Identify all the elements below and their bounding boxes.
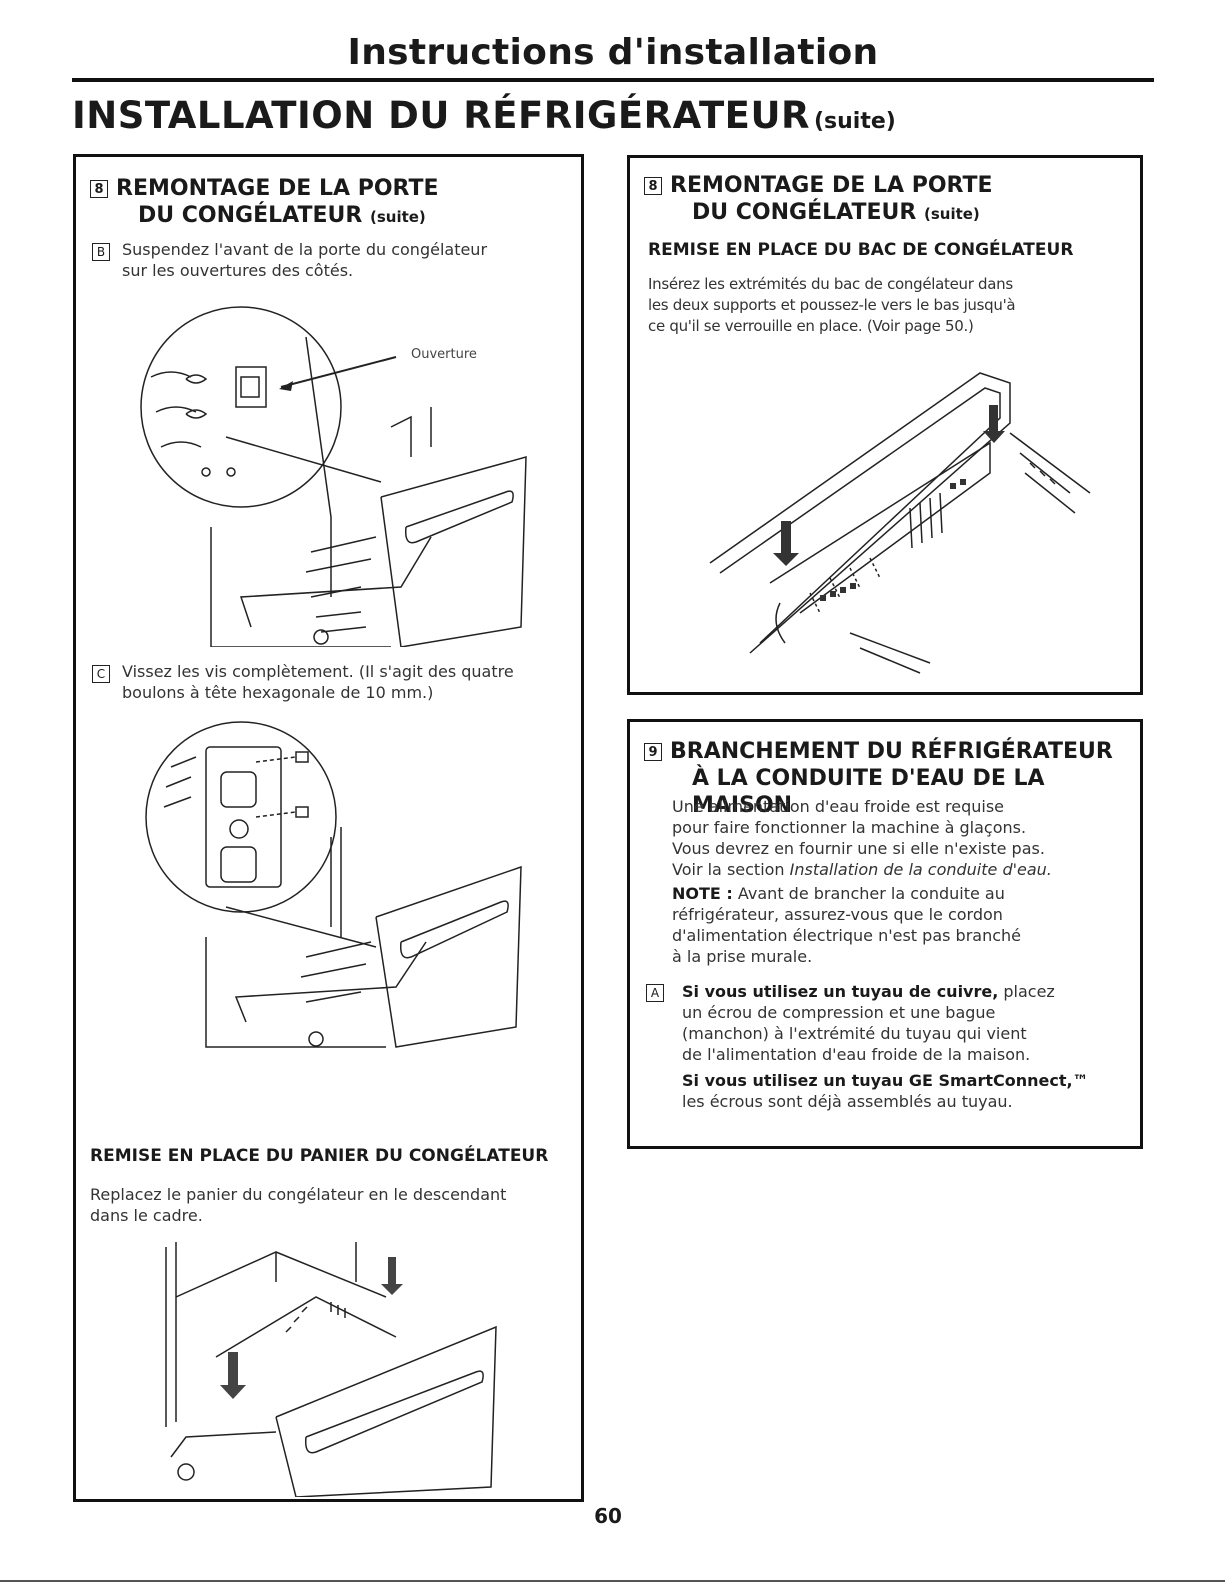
right-bottom-step-heading: 9 BRANCHEMENT DU RÉFRIGÉRATEUR À LA COND… bbox=[644, 738, 1140, 819]
step-number-box: 9 bbox=[644, 743, 662, 761]
freezer-bin-illustration bbox=[709, 372, 1091, 674]
left-panel: 8 REMONTAGE DE LA PORTE DU CONGÉLATEUR (… bbox=[73, 154, 584, 1502]
copper-pipe-line1: Si vous utilisez un tuyau de cuivre, pla… bbox=[682, 982, 1055, 1001]
sub-step-a-box: A bbox=[646, 984, 664, 1002]
right-top-panel: 8 REMONTAGE DE LA PORTE DU CONGÉLATEUR (… bbox=[627, 155, 1143, 695]
sub-step-c-line1: Vissez les vis complètement. (Il s'agit … bbox=[122, 662, 514, 681]
step-title-suffix: (suite) bbox=[369, 208, 426, 226]
sub-step-c-text: Vissez les vis complètement. (Il s'agit … bbox=[122, 661, 572, 703]
sub-step-c-box: C bbox=[92, 665, 110, 683]
bin-text-line1: Insérez les extrémités du bac de congéla… bbox=[648, 275, 1013, 293]
step-number-box: 8 bbox=[644, 177, 662, 195]
sub-step-b-box: B bbox=[92, 243, 110, 261]
section-title-suffix: (suite) bbox=[814, 109, 896, 134]
sub-step-b-line1: Suspendez l'avant de la porte du congéla… bbox=[122, 240, 488, 259]
basket-text-line1: Replacez le panier du congélateur en le … bbox=[90, 1185, 507, 1204]
figure-bolts bbox=[136, 717, 546, 1057]
note-line4: à la prise murale. bbox=[672, 947, 813, 966]
sub-step-b-line2: sur les ouvertures des côtés. bbox=[122, 261, 354, 280]
water-intro-text: Une alimentation d'eau froide est requis… bbox=[672, 796, 1132, 967]
sub-step-c-line2: boulons à tête hexagonale de 10 mm.) bbox=[122, 683, 434, 702]
step-title-line1: BRANCHEMENT DU RÉFRIGÉRATEUR bbox=[670, 739, 1113, 764]
basket-text-line2: dans le cadre. bbox=[90, 1206, 203, 1225]
smartconnect-line2: les écrous sont déjà assemblés au tuyau. bbox=[682, 1092, 1013, 1111]
note-line2: réfrigérateur, assurez-vous que le cordo… bbox=[672, 905, 1003, 924]
figure-freezer-bin bbox=[690, 363, 1110, 678]
bottom-rule bbox=[0, 1580, 1225, 1582]
water-intro-line3: Vous devrez en fournir une si elle n'exi… bbox=[672, 839, 1045, 858]
step-number-box: 8 bbox=[90, 180, 108, 198]
smartconnect-bold: Si vous utilisez un tuyau GE SmartConnec… bbox=[682, 1071, 1089, 1090]
step-title-line2: À LA CONDUITE D'EAU DE LA MAISON bbox=[692, 766, 1045, 818]
step-title: REMONTAGE DE LA PORTE DU CONGÉLATEUR (su… bbox=[670, 172, 993, 228]
figure-basket bbox=[156, 1237, 506, 1497]
step-title: BRANCHEMENT DU RÉFRIGÉRATEUR À LA CONDUI… bbox=[670, 738, 1140, 819]
basket-illustration bbox=[165, 1242, 497, 1497]
copper-pipe-line3: (manchon) à l'extrémité du tuyau qui vie… bbox=[682, 1024, 1027, 1043]
right-top-step-heading: 8 REMONTAGE DE LA PORTE DU CONGÉLATEUR (… bbox=[644, 172, 993, 228]
bin-text-line2: les deux supports et poussez-le vers le … bbox=[648, 296, 1016, 314]
page-header: Instructions d'installation bbox=[72, 30, 1154, 82]
basket-text: Replacez le panier du congélateur en le … bbox=[90, 1184, 570, 1226]
page-header-title: Instructions d'installation bbox=[347, 32, 879, 73]
basket-heading: REMISE EN PLACE DU PANIER DU CONGÉLATEUR bbox=[90, 1146, 549, 1166]
copper-pipe-line2: un écrou de compression et une bague bbox=[682, 1003, 996, 1022]
step-title-line2: DU CONGÉLATEUR bbox=[692, 200, 917, 225]
bin-subhead: REMISE EN PLACE DU BAC DE CONGÉLATEUR bbox=[648, 240, 1074, 260]
figure-label-ouverture: Ouverture bbox=[411, 347, 477, 362]
step-title-line1: REMONTAGE DE LA PORTE bbox=[116, 176, 439, 201]
right-bottom-panel: 9 BRANCHEMENT DU RÉFRIGÉRATEUR À LA COND… bbox=[627, 719, 1143, 1149]
step-title-line1: REMONTAGE DE LA PORTE bbox=[670, 173, 993, 198]
page-number: 60 bbox=[594, 1504, 622, 1528]
bin-text: Insérez les extrémités du bac de congéla… bbox=[648, 274, 1128, 337]
water-intro-line2: pour faire fonctionner la machine à glaç… bbox=[672, 818, 1027, 837]
step-title-suffix: (suite) bbox=[923, 205, 980, 223]
note-line1: NOTE : Avant de brancher la conduite au bbox=[672, 884, 1005, 903]
step-title: REMONTAGE DE LA PORTE DU CONGÉLATEUR (su… bbox=[116, 175, 439, 231]
left-step-heading: 8 REMONTAGE DE LA PORTE DU CONGÉLATEUR (… bbox=[90, 175, 439, 231]
copper-pipe-text: Si vous utilisez un tuyau de cuivre, pla… bbox=[682, 981, 1132, 1112]
step-title-line2: DU CONGÉLATEUR bbox=[138, 203, 363, 228]
note-label: NOTE : bbox=[672, 884, 733, 903]
figure-door-hanging: Ouverture bbox=[131, 297, 551, 647]
water-intro-line1: Une alimentation d'eau froide est requis… bbox=[672, 797, 1004, 816]
bolts-illustration bbox=[145, 721, 522, 1048]
section-title-text: INSTALLATION DU RÉFRIGÉRATEUR bbox=[72, 94, 810, 137]
bin-text-line3: ce qu'il se verrouille en place. (Voir p… bbox=[648, 317, 974, 335]
water-intro-line4: Voir la section Installation de la condu… bbox=[672, 860, 1052, 879]
note-line3: d'alimentation électrique n'est pas bran… bbox=[672, 926, 1022, 945]
installation-section-reference: Installation de la conduite d'eau. bbox=[789, 860, 1052, 879]
copper-pipe-line4: de l'alimentation d'eau froide de la mai… bbox=[682, 1045, 1031, 1064]
section-title: INSTALLATION DU RÉFRIGÉRATEUR(suite) bbox=[72, 94, 896, 137]
door-hanging-illustration bbox=[140, 306, 527, 647]
sub-step-b-text: Suspendez l'avant de la porte du congéla… bbox=[122, 239, 572, 281]
